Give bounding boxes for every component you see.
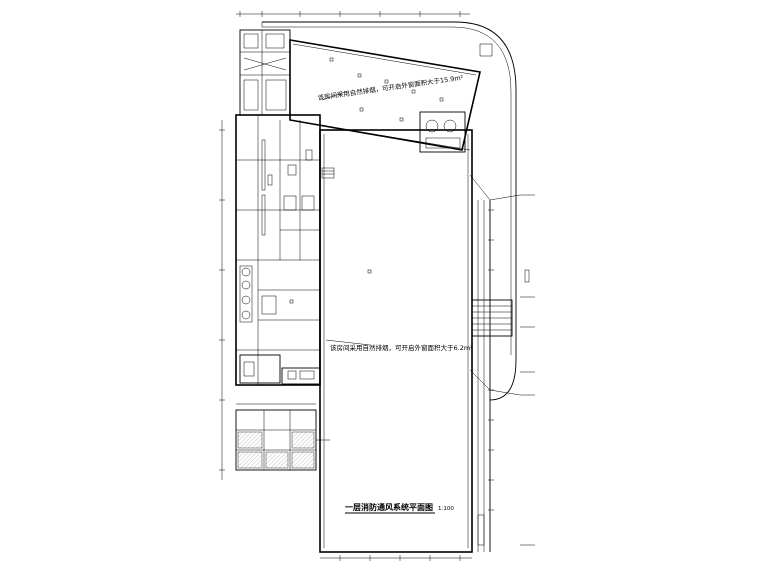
main-hall-note: 该房间采用自然排烟，可开启外窗面积大于6.2m²	[330, 343, 473, 352]
west-room-strip	[235, 114, 335, 386]
southwest-annex	[235, 403, 330, 471]
northeast-equipment-room	[419, 43, 493, 153]
site-boundary	[261, 21, 517, 401]
drawing-scale: 1:100	[438, 506, 454, 512]
east-walkway	[469, 160, 535, 552]
drawing-title: 一层消防通风系统平面图	[345, 502, 433, 512]
left-dimension-line	[219, 120, 225, 480]
north-room-note: 该房间采用自然排烟，可开启外窗面积大于15.9m²	[317, 73, 464, 102]
top-dimension-line	[236, 11, 470, 17]
northwest-service-rooms	[239, 29, 291, 116]
